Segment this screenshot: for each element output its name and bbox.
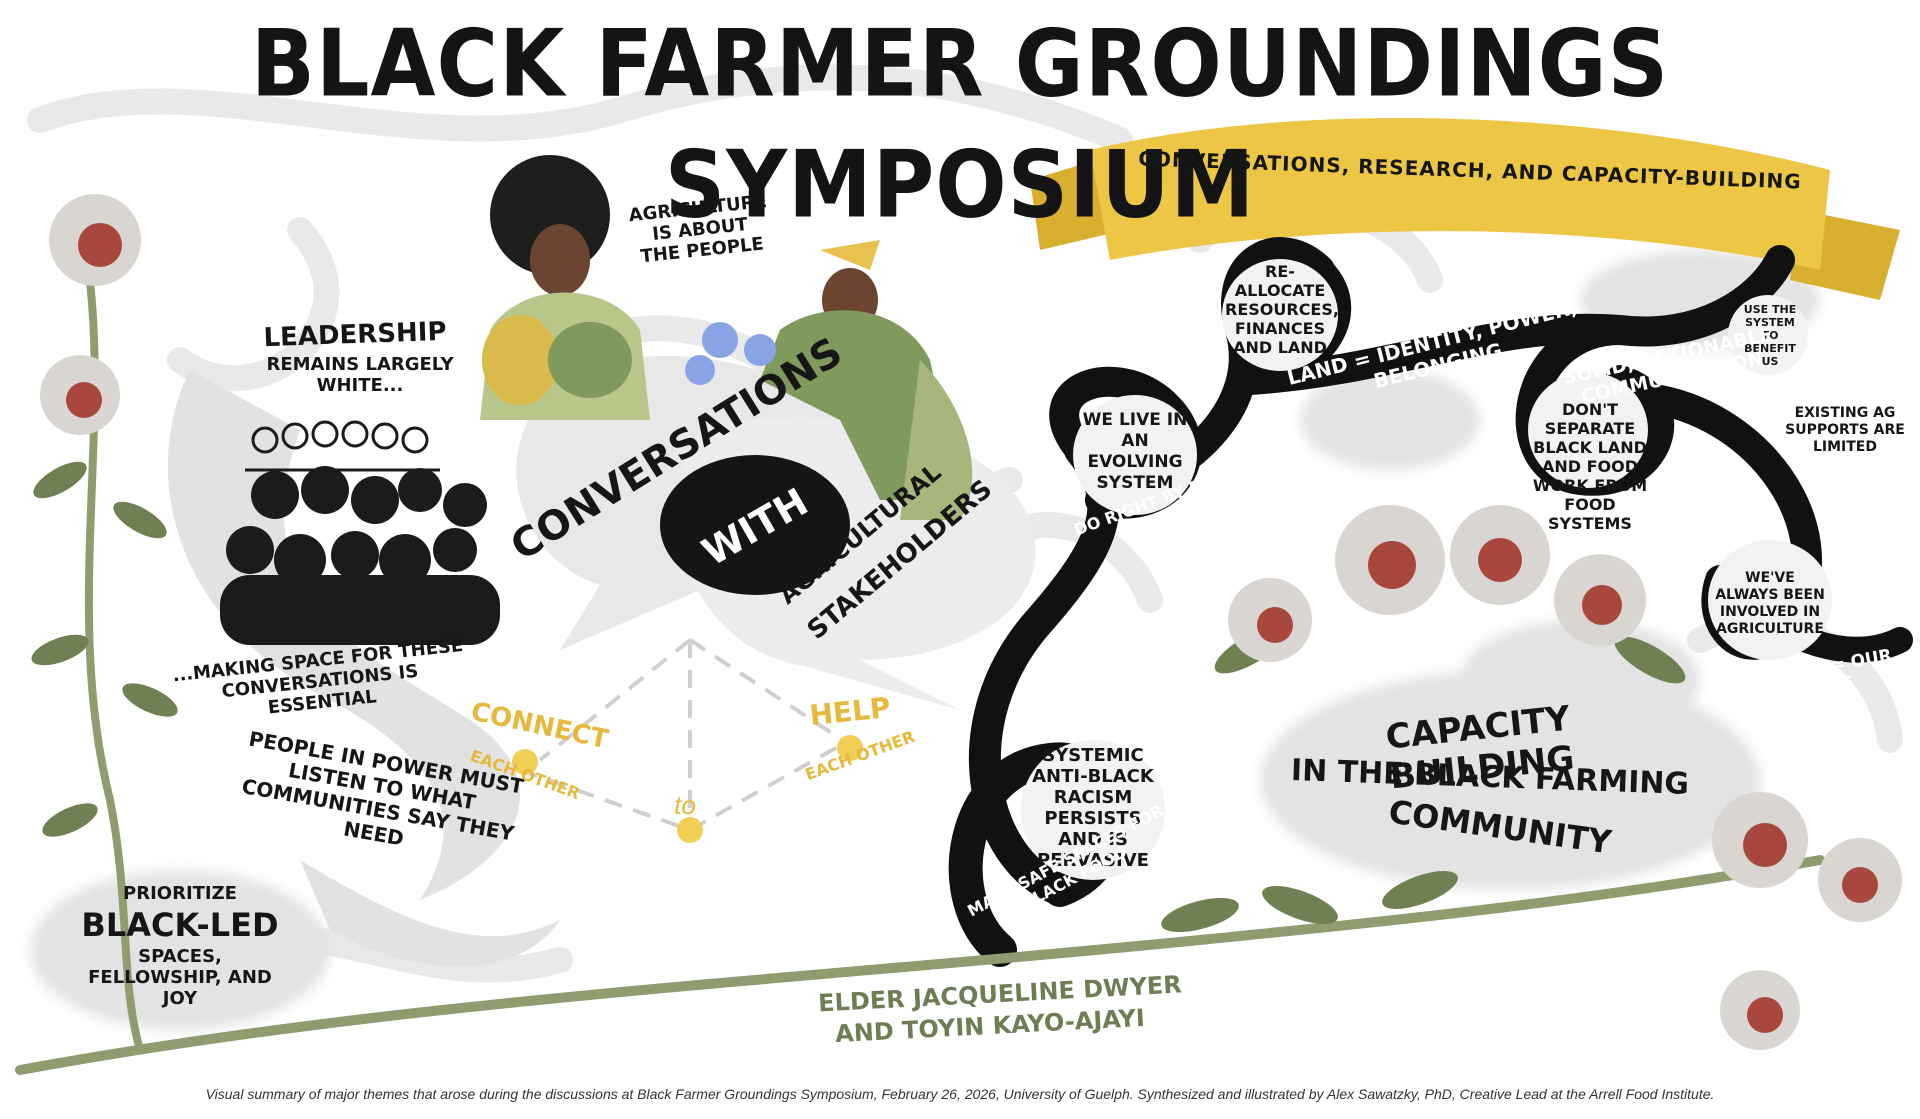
flowers (40, 194, 1902, 1050)
leaves (31, 461, 1686, 933)
leadership-panel-heads (245, 420, 440, 472)
ribbon-loop-bubbles (1021, 259, 1832, 880)
crowd-illustration (220, 466, 500, 645)
prioritize-top: PRIORITIZE (123, 883, 237, 904)
systemic-racism-note: SYSTEMIC ANTI-BLACK RACISM PERSISTS and … (1032, 745, 1154, 871)
existing-ag-note: EXISTING AG SUPPORTS are LIMITED (1785, 405, 1905, 455)
sprout-bursts (512, 735, 863, 843)
speech-bubbles (516, 355, 1036, 710)
page-title: BLACK FARMER GROUNDINGS SYMPOSIUM (250, 9, 1670, 239)
prioritize-bottom: SPACES, FELLOWSHIP, and JOY (88, 946, 272, 1009)
yellow-banner (1030, 117, 1900, 300)
prioritize-main: BLACK-LED (81, 906, 279, 944)
farmer-figures (480, 155, 973, 520)
leadership-sub: REMAINS LARGELY WHITE... (266, 354, 454, 396)
reallocate-note: RE-ALLOCATE RESOURCES, FINANCES and LAND (1225, 262, 1339, 357)
dont-separate-note: DON'T SEPARATE BLACK LAND and FOOD WORK … (1532, 400, 1648, 533)
footer-caption: Visual summary of major themes that aros… (205, 1086, 1715, 1102)
to-label: to (674, 790, 696, 820)
evolving-system-note: WE LIVE in an EVOLVING SYSTEM (1082, 410, 1188, 493)
use-system-note: USE the SYSTEM to BENEFIT US (1743, 303, 1797, 368)
always-involved-note: WE'VE ALWAYS BEEN INVOLVED in AGRICULTUR… (1715, 570, 1825, 637)
